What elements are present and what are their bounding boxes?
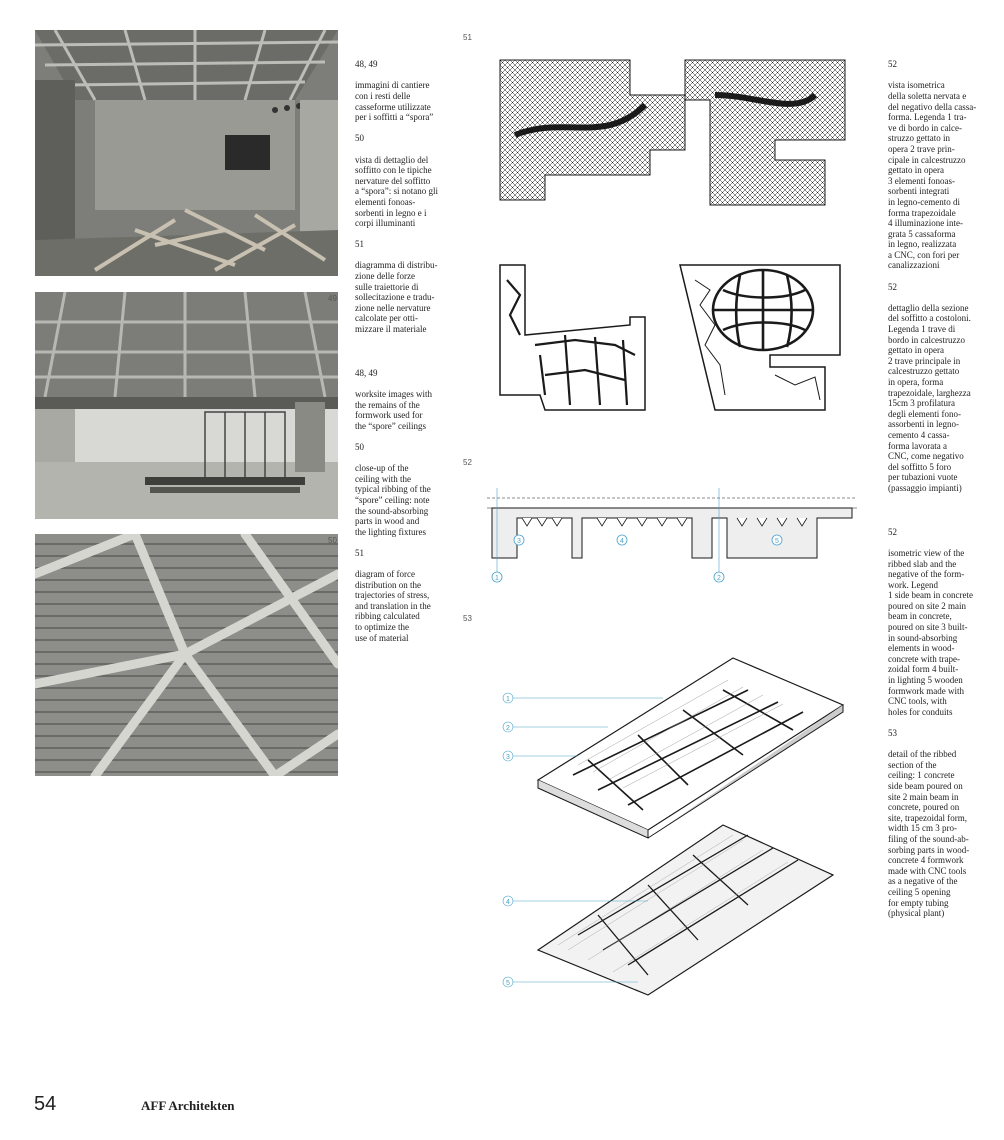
caption-left-english: 48, 49 worksite images with the remains … bbox=[355, 357, 455, 643]
caption-num: 48, 49 bbox=[355, 367, 378, 378]
publisher-name: AFF Architekten bbox=[141, 1098, 235, 1113]
figure-label-52: 52 bbox=[463, 458, 472, 467]
caption-num: 50 bbox=[355, 441, 364, 452]
caption-num: 51 bbox=[355, 547, 364, 558]
section-callout-4: 4 bbox=[620, 538, 624, 545]
section-callout-3: 3 bbox=[517, 538, 521, 545]
caption-num: 53 bbox=[888, 728, 897, 738]
photo-label-49: 49 bbox=[328, 294, 337, 303]
caption-text: vista di dettaglio del soffitto con le t… bbox=[355, 154, 438, 229]
caption-text: diagramma di distribu- zione delle forze… bbox=[355, 260, 438, 335]
figure-label-53: 53 bbox=[463, 614, 472, 623]
caption-text: worksite images with the remains of the … bbox=[355, 389, 432, 431]
iso-callout-1: 1 bbox=[506, 696, 510, 703]
caption-left-italian: 48, 49 immagini di cantiere con i resti … bbox=[355, 49, 455, 335]
caption-text: immagini di cantiere con i resti delle c… bbox=[355, 80, 434, 123]
section-callout-1: 1 bbox=[495, 575, 499, 582]
caption-num: 48, 49 bbox=[355, 59, 378, 70]
page-number: 54 bbox=[34, 1093, 57, 1115]
iso-callout-4: 4 bbox=[506, 899, 510, 906]
worksite-photo-2 bbox=[35, 292, 338, 519]
caption-left-column: 48, 49 immagini di cantiere con i resti … bbox=[355, 38, 455, 666]
caption-num: 52 bbox=[888, 526, 897, 537]
isometric-slab-drawing: 1 2 3 4 5 bbox=[498, 650, 858, 1000]
caption-num: 52 bbox=[888, 59, 897, 70]
iso-callout-3: 3 bbox=[506, 754, 510, 761]
caption-text: detail of the ribbed section of the ceil… bbox=[888, 749, 970, 919]
figure-label-51: 51 bbox=[463, 33, 472, 42]
force-trajectory-diagram bbox=[495, 55, 850, 425]
caption-right-italian: 52 vista isometrica della soletta nervat… bbox=[888, 49, 988, 494]
caption-num: 52 bbox=[888, 281, 897, 292]
section-callout-2: 2 bbox=[717, 575, 721, 582]
caption-text: close-up of the ceiling with the typical… bbox=[355, 463, 431, 537]
photo-label-50: 50 bbox=[328, 536, 337, 545]
section-callout-5: 5 bbox=[775, 538, 779, 545]
caption-text: dettaglio della sezione del soffitto a c… bbox=[888, 302, 971, 493]
iso-callout-2: 2 bbox=[506, 725, 510, 732]
iso-callout-5: 5 bbox=[506, 980, 510, 987]
worksite-photo-1 bbox=[35, 30, 338, 276]
caption-right-english: 52 isometric view of the ribbed slab and… bbox=[888, 516, 988, 919]
caption-text: diagram of force distribution on the tra… bbox=[355, 569, 431, 643]
ribbed-ceiling-section: 3 4 5 1 2 bbox=[487, 478, 857, 598]
caption-text: isometric view of the ribbed slab and th… bbox=[888, 547, 973, 717]
caption-num: 50 bbox=[355, 133, 364, 144]
ceiling-detail-photo bbox=[35, 534, 338, 776]
caption-right-column: 52 vista isometrica della soletta nervat… bbox=[888, 38, 988, 941]
caption-num: 51 bbox=[355, 239, 364, 250]
caption-text: vista isometrica della soletta nervata e… bbox=[888, 80, 977, 271]
